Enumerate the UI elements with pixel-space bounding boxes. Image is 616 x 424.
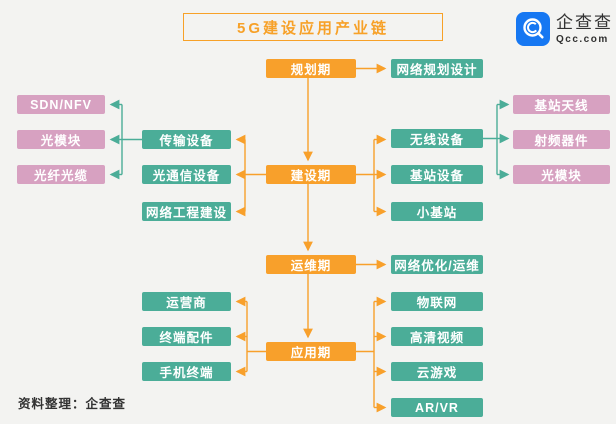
node-wireless-equipment: 无线设备 — [391, 129, 483, 148]
supplier-rf-components: 射频器件 — [513, 130, 610, 149]
node-transmission-equipment: 传输设备 — [142, 130, 231, 149]
qcc-logo-icon — [516, 12, 550, 46]
supplier-optical-module-left: 光模块 — [17, 130, 105, 149]
node-terminal-accessories: 终端配件 — [142, 327, 231, 346]
node-network-planning-design: 网络规划设计 — [391, 59, 483, 78]
supplier-fiber-optic-cable: 光纤光缆 — [17, 165, 105, 184]
source-note: 资料整理：企查查 — [18, 397, 127, 411]
stage-application: 应用期 — [266, 342, 356, 361]
supplier-optical-module-right: 光模块 — [513, 165, 610, 184]
stage-operation: 运维期 — [266, 255, 356, 274]
qcc-logo: 企查查 Qcc.com — [516, 12, 613, 46]
qcc-logo-name: 企查查 — [556, 13, 613, 32]
node-ar-vr: AR/VR — [391, 398, 483, 417]
node-base-station-equipment: 基站设备 — [391, 165, 483, 184]
node-network-engineering: 网络工程建设 — [142, 202, 231, 221]
qcc-logo-text: 企查查 Qcc.com — [556, 12, 613, 46]
node-small-cell: 小基站 — [391, 202, 483, 221]
qcc-logo-domain: Qcc.com — [556, 34, 609, 45]
stage-planning: 规划期 — [266, 59, 356, 78]
orange-connectors — [235, 63, 387, 413]
node-hd-video: 高清视频 — [391, 327, 483, 346]
supplier-base-station-antenna: 基站天线 — [513, 95, 610, 114]
node-optical-comm-equipment: 光通信设备 — [142, 165, 231, 184]
node-iot: 物联网 — [391, 292, 483, 311]
teal-connectors — [109, 99, 510, 180]
node-carrier: 运营商 — [142, 292, 231, 311]
node-network-optimization: 网络优化/运维 — [391, 255, 483, 274]
stage-construction: 建设期 — [266, 165, 356, 184]
node-cloud-gaming: 云游戏 — [391, 362, 483, 381]
diagram-title: 5G建设应用产业链 — [183, 13, 443, 41]
supplier-sdn-nfv: SDN/NFV — [17, 95, 105, 114]
node-mobile-terminal: 手机终端 — [142, 362, 231, 381]
